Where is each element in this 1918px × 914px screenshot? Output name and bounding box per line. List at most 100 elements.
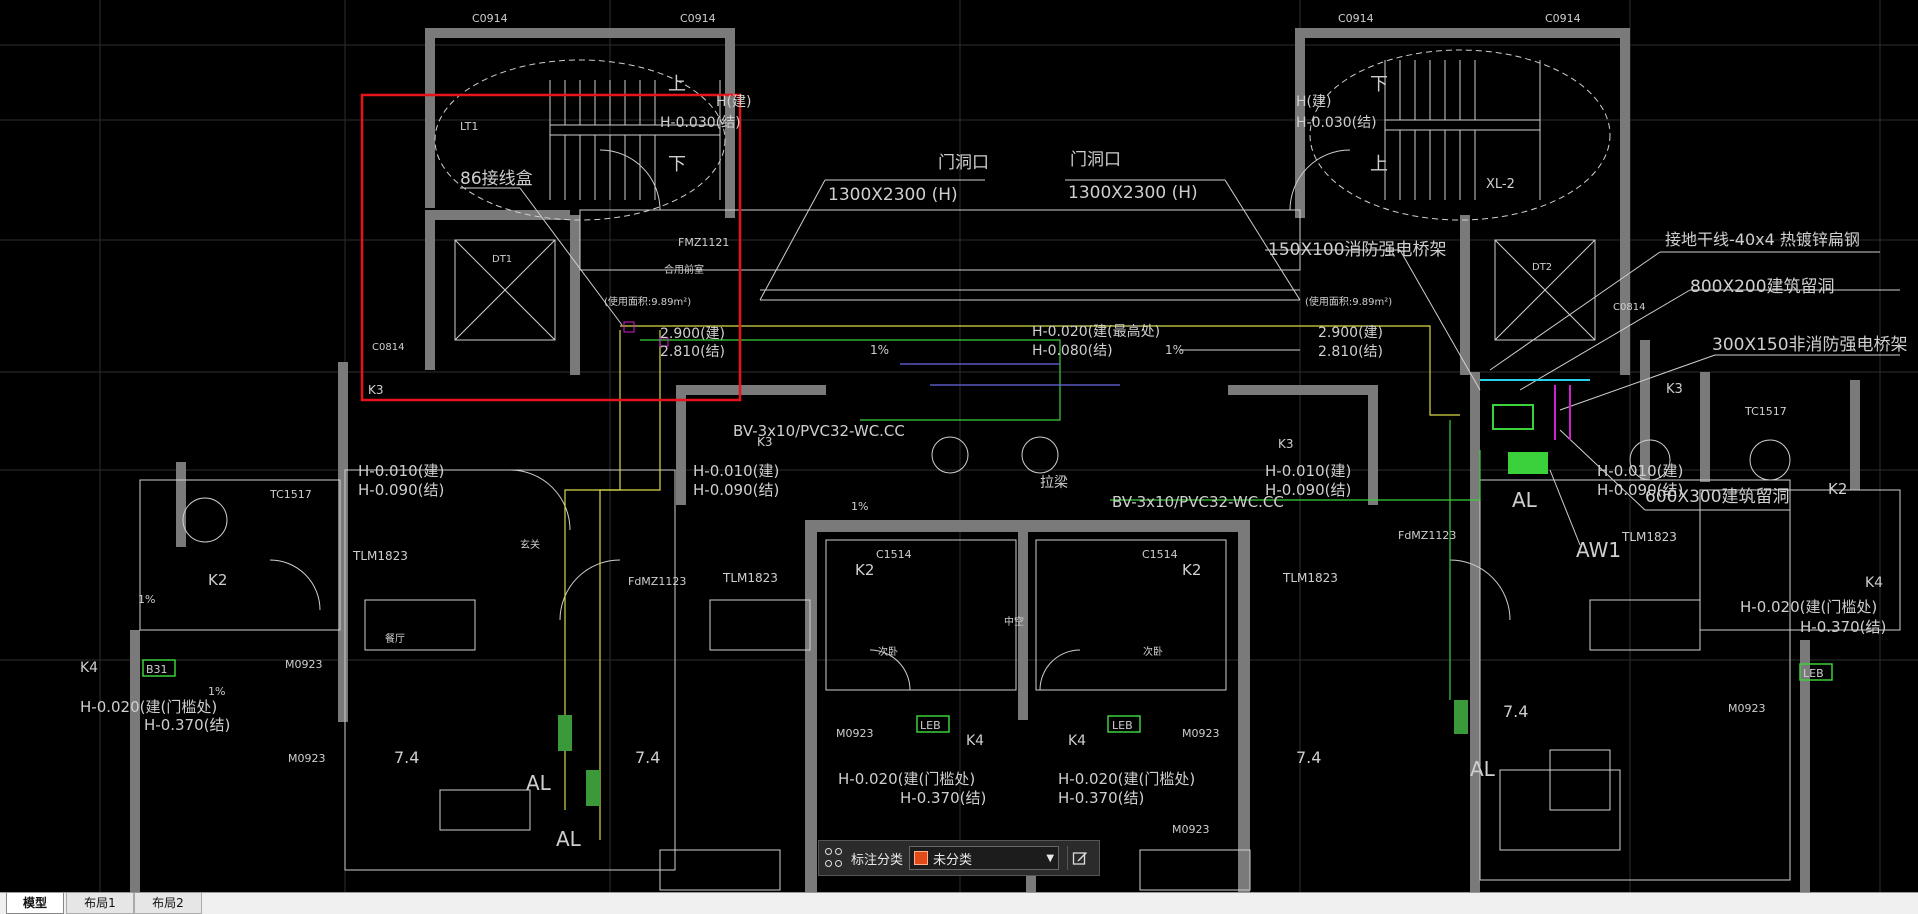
elevation-label: 2.900(建) — [660, 326, 725, 342]
socket-label: K3 — [757, 435, 773, 449]
box-label: LEB — [1112, 719, 1133, 732]
elevation-label: H-0.010(建) — [693, 462, 779, 480]
room-name: 中空 — [1004, 615, 1024, 628]
shaft-label: 拉梁 — [1040, 475, 1068, 491]
tab-layout2[interactable]: 布局2 — [134, 893, 202, 914]
door-code: TLM1823 — [722, 571, 778, 585]
annotation-category-value: 未分类 — [933, 852, 973, 868]
door-code: M0923 — [285, 658, 323, 671]
socket-label: K2 — [208, 571, 227, 589]
socket-label: K4 — [1068, 733, 1086, 749]
door-code: TLM1823 — [1282, 571, 1338, 585]
elevation-label: H-0.370(结) — [144, 716, 230, 734]
cable-routes — [564, 325, 1481, 840]
elevation-label: H-0.010(建) — [1597, 462, 1683, 480]
window-code: TC1517 — [1744, 405, 1787, 418]
stair-id: XL-2 — [1486, 177, 1515, 192]
cable-tray-note: 300X150非消防强电桥架 — [1712, 335, 1908, 355]
slope-label: 1% — [851, 500, 868, 513]
stair-elev: H-0.030(结) — [1296, 115, 1377, 131]
door-opening-size: 1300X2300 (H) — [1068, 183, 1198, 203]
elevation-label: H-0.090(结) — [1597, 481, 1683, 499]
elevation-label: H-0.370(结) — [900, 789, 986, 807]
socket-label: K3 — [1278, 437, 1294, 451]
highlight-box — [360, 93, 742, 402]
grid-icon[interactable] — [825, 848, 845, 868]
slope-label: 1% — [870, 343, 889, 357]
slope-label: 1% — [138, 593, 155, 606]
elevation-label: H-0.010(建) — [1265, 462, 1351, 480]
edit-icon — [1072, 852, 1088, 865]
stair-elev: H(建) — [1296, 94, 1331, 110]
door-code: TLM1823 — [1621, 530, 1677, 544]
cad-model-space[interactable]: C0914 C0914 C0914 C0914 C0814 C0814 上 下 … — [0, 0, 1918, 892]
stair-id: LT1 — [460, 120, 478, 133]
edit-button[interactable] — [1067, 846, 1092, 870]
panel-label: AL — [1470, 757, 1496, 781]
window-code: TC1517 — [269, 488, 312, 501]
elevation-label: H-0.370(结) — [1058, 789, 1144, 807]
socket-label: K2 — [855, 561, 874, 579]
box-label: B31 — [146, 663, 168, 676]
category-color-swatch — [914, 851, 929, 865]
leader-lines — [460, 179, 1900, 546]
layout-tabs: 模型 布局1 布局2 — [0, 892, 1918, 914]
window-label: C0814 — [1613, 302, 1645, 313]
area-value: 7.4 — [1503, 702, 1528, 721]
socket-label: K4 — [80, 660, 98, 676]
hole-note: 800X200建筑留洞 — [1690, 277, 1835, 297]
cable-spec: BV-3x10/PVC32-WC.CC — [733, 422, 905, 440]
cable-tray-note: 150X100消防强电桥架 — [1268, 240, 1447, 260]
room-name: 次卧 — [878, 645, 898, 658]
tab-model[interactable]: 模型 — [6, 893, 64, 914]
stair-right — [1309, 49, 1611, 221]
panel-label: AL — [556, 827, 582, 851]
elevation-label: H-0.020(建(门槛处) — [838, 770, 975, 788]
socket-label: K3 — [368, 383, 384, 397]
socket-label: K4 — [966, 733, 984, 749]
elevation-label: H-0.090(结) — [693, 481, 779, 499]
area-value: 7.4 — [635, 748, 660, 767]
elevation-label: H-0.090(结) — [358, 481, 444, 499]
window-label: C0914 — [1338, 12, 1374, 25]
stair-elev: H(建) — [716, 94, 751, 110]
socket-label: K2 — [1182, 561, 1201, 579]
panel-label: AL — [1512, 488, 1538, 512]
door-code: FMZ1121 — [678, 236, 729, 249]
elevators — [139, 149, 1901, 891]
socket-label: K2 — [1828, 480, 1847, 498]
room-name: 次卧 — [1143, 645, 1163, 658]
room-name: 合用前室 — [664, 263, 704, 276]
window-code: C1514 — [1142, 548, 1178, 561]
annotation-toolbar: 标注分类 未分类 ▼ — [818, 840, 1100, 876]
stair-up-label: 上 — [1370, 154, 1388, 175]
door-opening-size: 1300X2300 (H) — [828, 185, 958, 205]
hole-note: 600X300建筑留洞 — [1645, 487, 1790, 507]
door-opening-title: 门洞口 — [1070, 150, 1121, 170]
box-label: LEB — [1803, 667, 1824, 680]
door-code: M0923 — [836, 727, 874, 740]
stair-left — [434, 59, 726, 221]
annotation-category-label: 标注分类 — [851, 852, 904, 868]
cable-markers — [558, 321, 1590, 806]
annotation-category-select[interactable]: 未分类 ▼ — [909, 846, 1060, 870]
elevation-label: H-0.020(建(门槛处) — [80, 698, 217, 716]
distribution-boxes — [142, 659, 1833, 733]
junction-box-note: 86接线盒 — [460, 169, 533, 189]
area-value: 7.4 — [1296, 748, 1321, 767]
stair-up-label: 上 — [668, 74, 686, 95]
window-code: C1514 — [876, 548, 912, 561]
door-code: FdMZ1123 — [628, 575, 686, 588]
elevation-label: H-0.090(结) — [1265, 481, 1351, 499]
room-name: 玄关 — [520, 538, 540, 551]
room-area: (使用面积:9.89m²) — [604, 295, 691, 308]
walls — [130, 28, 1860, 892]
tab-layout1[interactable]: 布局1 — [66, 893, 134, 914]
elevation-label: 2.900(建) — [1318, 325, 1383, 341]
door-code: M0923 — [1728, 702, 1766, 715]
window-label: C0914 — [1545, 12, 1581, 25]
panel-label: AW1 — [1576, 538, 1621, 562]
elevation-label: H-0.020(建(门槛处) — [1740, 598, 1877, 616]
elevation-label: H-0.010(建) — [358, 462, 444, 480]
stair-down-label: 下 — [1370, 74, 1388, 95]
